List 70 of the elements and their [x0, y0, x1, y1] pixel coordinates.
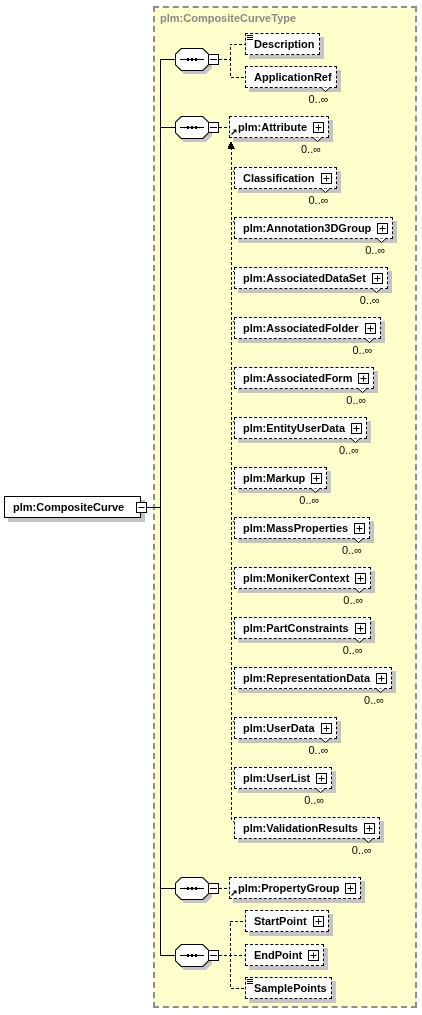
element-box: [234, 167, 341, 193]
element-box: [245, 66, 341, 92]
element-name: plm:AssociatedForm: [243, 371, 353, 385]
multiplicity-label: 0..∞: [308, 194, 329, 206]
element-box: [234, 817, 384, 843]
sequence-symbol: [175, 944, 219, 970]
multiplicity-label: 0..∞: [343, 594, 364, 606]
sequence-symbol: [175, 48, 219, 74]
element-box: [234, 767, 337, 793]
element-box: [229, 116, 334, 142]
element-name: plm:Annotation3DGroup: [243, 221, 372, 235]
multiplicity-label: 0..∞: [308, 93, 329, 105]
element-name: plm:UserList: [243, 771, 311, 785]
multiplicity-label: 0..∞: [299, 494, 320, 506]
element-box: [245, 910, 333, 936]
connector-line: [218, 126, 230, 128]
multiplicity-label: 0..∞: [352, 344, 373, 356]
element-box: [245, 33, 324, 59]
element-name: plm:AssociatedDataSet: [243, 271, 366, 285]
connector-line: [218, 954, 246, 989]
sequence-symbol: [175, 877, 219, 903]
element-name: plm:PartConstraints: [243, 621, 349, 635]
panel-title: plm:CompositeCurveType: [160, 12, 297, 24]
type-panel: [153, 6, 417, 1008]
element-name: plm:PropertyGroup: [238, 881, 340, 895]
element-name: plm:AssociatedFolder: [243, 321, 359, 335]
element-box: [234, 567, 376, 593]
element-name: plm:MonikerContext: [243, 571, 350, 585]
element-name: plm:CompositeCurve: [13, 500, 125, 514]
multiplicity-label: 0..∞: [346, 394, 367, 406]
element-box: [245, 977, 336, 1003]
multiplicity-label: 0..∞: [365, 244, 386, 256]
element-box: [234, 317, 385, 343]
element-name: Description: [254, 37, 315, 51]
element-name: plm:ValidationResults: [243, 821, 358, 835]
element-box: [245, 944, 329, 970]
multiplicity-label: 0..∞: [339, 444, 360, 456]
multiplicity-label: 0..∞: [342, 544, 363, 556]
element-name: SamplePoints: [254, 981, 327, 995]
multiplicity-label: 0..∞: [342, 644, 363, 656]
element-box: [234, 717, 341, 743]
element-box: [234, 617, 375, 643]
element-name: StartPoint: [254, 914, 307, 928]
connector-line: [218, 887, 230, 889]
element-box: [234, 417, 372, 443]
element-name: plm:EntityUserData: [243, 421, 346, 435]
element-name: plm:Markup: [243, 471, 306, 485]
element-name: Classification: [243, 171, 315, 185]
element-name: plm:UserData: [243, 721, 315, 735]
multiplicity-label: 0..∞: [304, 794, 325, 806]
element-box: [229, 877, 366, 903]
multiplicity-label: 0..∞: [351, 844, 372, 856]
element-box: [234, 467, 332, 493]
element-box: [234, 267, 392, 293]
multiplicity-label: 0..∞: [308, 744, 329, 756]
element-name: plm:RepresentationData: [243, 671, 371, 685]
element-name: ApplicationRef: [254, 70, 332, 84]
multiplicity-label: 0..∞: [359, 294, 380, 306]
element-box: [234, 667, 397, 693]
element-box: [4, 496, 148, 522]
element-box: [234, 367, 379, 393]
element-name: plm:Attribute: [238, 120, 308, 134]
connector-line: [218, 58, 246, 78]
element-name: EndPoint: [254, 948, 303, 962]
element-box: [234, 517, 375, 543]
element-box: [234, 217, 398, 243]
multiplicity-label: 0..∞: [300, 143, 322, 155]
element-name: plm:MassProperties: [243, 521, 349, 535]
sequence-symbol: [175, 116, 219, 142]
multiplicity-label: 0..∞: [364, 694, 385, 706]
